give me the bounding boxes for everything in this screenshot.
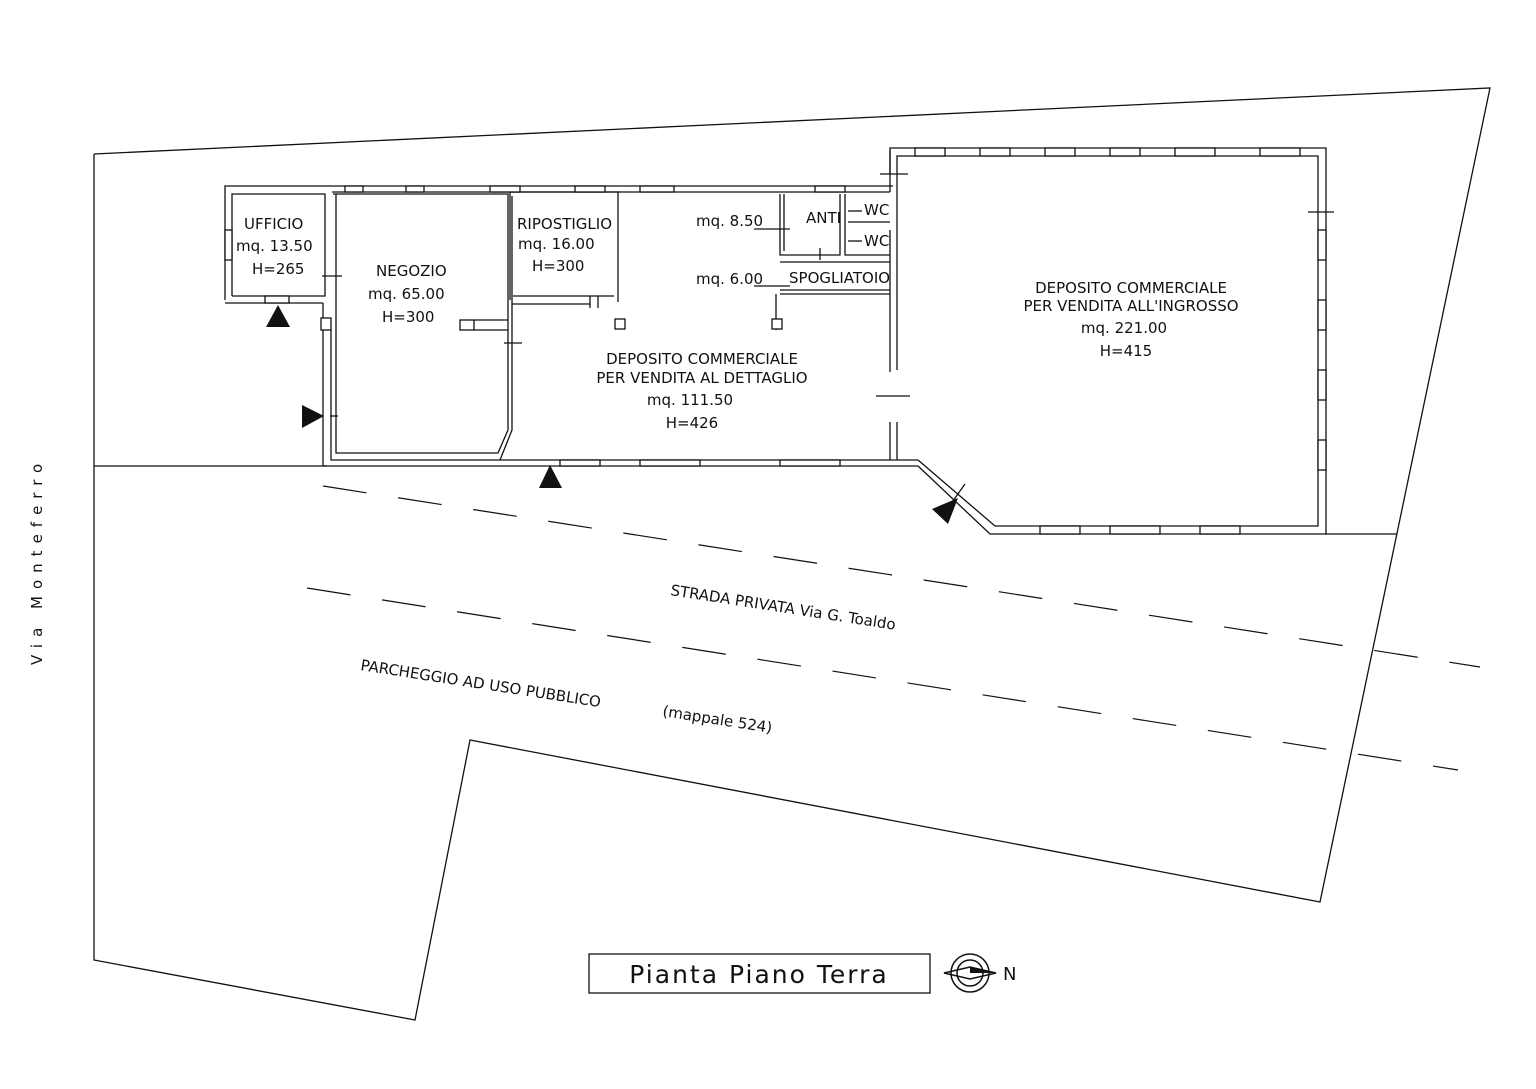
parking-label: PARCHEGGIO AD USO PUBBLICO — [359, 656, 602, 711]
parking-ref-label: (mappale 524) — [661, 702, 773, 737]
building-walls — [224, 147, 1334, 535]
north-label: N — [1003, 964, 1016, 985]
plan-title: Pianta Piano Terra — [629, 960, 888, 989]
room-area-ripostiglio: mq. 16.00 — [518, 235, 595, 253]
room-area-negozio: mq. 65.00 — [368, 285, 445, 303]
room-name-negozio: NEGOZIO — [376, 262, 447, 280]
room-height-negozio: H=300 — [382, 308, 434, 326]
windows — [224, 147, 1327, 535]
room-name-dettaglio-line1: DEPOSITO COMMERCIALE — [606, 350, 798, 368]
room-area-spogliatoio: mq. 6.00 — [696, 270, 763, 288]
room-name-anti: ANTI — [806, 209, 841, 227]
room-height-ingrosso: H=415 — [1100, 342, 1152, 360]
entrance-arrow-dettaglio — [539, 465, 562, 488]
title-box — [588, 953, 931, 994]
north-arrow-icon — [943, 953, 997, 993]
room-name-ingrosso-line1: DEPOSITO COMMERCIALE — [1035, 279, 1227, 297]
room-height-ufficio: H=265 — [252, 260, 304, 278]
room-name-ingrosso-line2: PER VENDITA ALL'INGROSSO — [1023, 297, 1238, 315]
site-boundary — [93, 87, 1491, 1021]
street-label-private: STRADA PRIVATA Via G. Toaldo — [669, 581, 897, 634]
room-name-dettaglio-line2: PER VENDITA AL DETTAGLIO — [596, 369, 807, 387]
room-name-ripostiglio: RIPOSTIGLIO — [517, 215, 612, 233]
entrance-arrows — [266, 305, 966, 524]
room-name-spogliatoio: SPOGLIATOIO — [789, 269, 890, 287]
entrance-arrow-ufficio — [266, 305, 290, 327]
entrance-arrow-negozio — [302, 405, 324, 428]
room-height-ripostiglio: H=300 — [532, 257, 584, 275]
room-area-anti: mq. 8.50 — [696, 212, 763, 230]
room-height-dettaglio: H=426 — [666, 414, 718, 432]
room-area-ufficio: mq. 13.50 — [236, 237, 313, 255]
road-centerline-2 — [306, 587, 1459, 771]
room-name-wc-2: WC — [864, 232, 889, 250]
street-label-west: Via Monteferro — [28, 457, 46, 665]
room-area-dettaglio: mq. 111.50 — [647, 391, 733, 409]
room-area-ingrosso: mq. 221.00 — [1081, 319, 1167, 337]
road-centerline-1 — [322, 485, 1481, 668]
room-name-wc-1: WC — [864, 201, 889, 219]
room-name-ufficio: UFFICIO — [244, 215, 303, 233]
